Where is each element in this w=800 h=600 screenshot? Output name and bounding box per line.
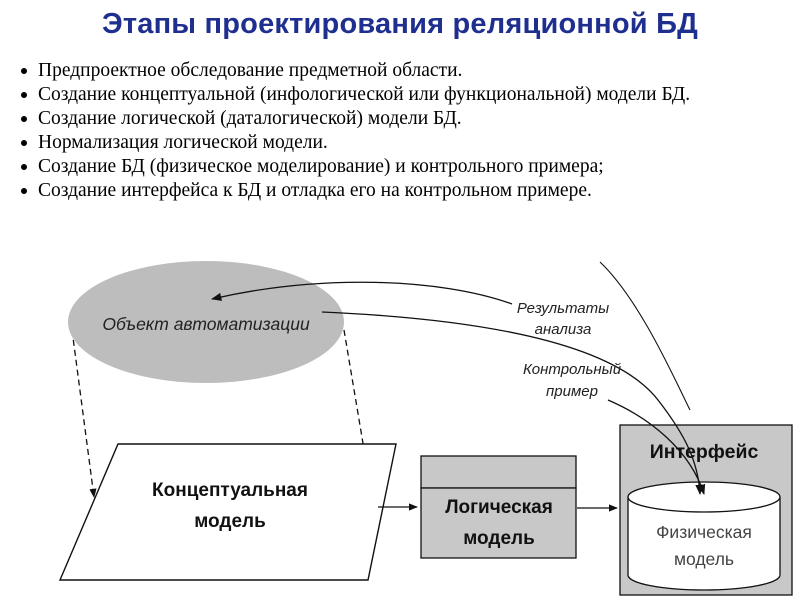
list-item-text: Нормализация логической модели. [38, 132, 328, 153]
list-item: Создание концептуальной (инфологической … [20, 83, 790, 107]
physical-model-cylinder [627, 497, 781, 591]
arrow-results-line-to-physical [599, 261, 691, 411]
arrow-object-to-physical [321, 311, 704, 496]
list-item: Нормализация логической модели. [20, 131, 790, 155]
list-item-text: Создание логической (даталогической) мод… [38, 108, 462, 129]
control-example-label-line2: пример [546, 383, 598, 400]
logical-model-label-line1: Логическая [445, 497, 553, 518]
list-item-text: Предпроектное обследование предметной об… [38, 60, 463, 81]
conceptual-model-shape [58, 443, 397, 581]
list-item-text: Создание интерфейса к БД и отладка его н… [38, 180, 592, 201]
physical-model-label-line2: модель [674, 549, 734, 569]
logical-model-box [420, 487, 577, 559]
conceptual-model-label-line1: Концептуальная [152, 480, 308, 501]
logical-model-header [420, 455, 577, 489]
control-example-label-line1: Контрольный [523, 361, 622, 378]
physical-model-label-line1: Физическая [656, 522, 752, 542]
list-item: Создание интерфейса к БД и отладка его н… [20, 179, 790, 203]
list-item-text: Создание БД (физическое моделирование) и… [38, 156, 604, 177]
bullet-icon [21, 164, 27, 170]
results-label-line2: анализа [535, 321, 592, 338]
list-item: Предпроектное обследование предметной об… [20, 59, 790, 83]
bullet-icon [21, 92, 27, 98]
physical-model-cylinder-top [627, 481, 781, 513]
bullet-icon [21, 140, 27, 146]
list-item-text: Создание концептуальной (инфологической … [38, 84, 691, 105]
conceptual-model-label-line2: модель [194, 511, 266, 532]
list-item: Создание БД (физическое моделирование) и… [20, 155, 790, 179]
object-ellipse [68, 261, 344, 383]
results-label-line1: Результаты [517, 300, 609, 317]
stages-list: Предпроектное обследование предметной об… [20, 59, 790, 203]
page-title: Этапы проектирования реляционной БД [102, 8, 698, 40]
object-label: Объект автоматизации [102, 314, 310, 334]
projection-line-left [71, 329, 97, 498]
list-item: Создание логической (даталогической) мод… [20, 107, 790, 131]
arrow-results-to-object [210, 281, 513, 305]
bullet-icon [21, 116, 27, 122]
interface-label: Интерфейс [650, 441, 759, 463]
bullet-icon [21, 68, 27, 74]
logical-model-label-line2: модель [463, 528, 535, 549]
bullet-icon [21, 188, 27, 194]
arrow-control-example-to-physical [607, 399, 706, 495]
